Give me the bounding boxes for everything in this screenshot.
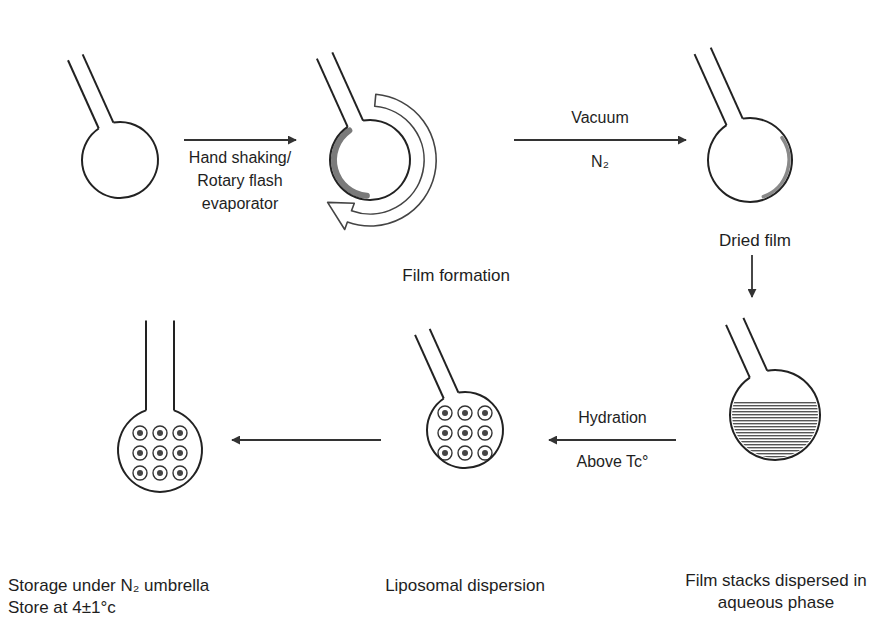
liposome-core (177, 470, 183, 476)
liposome-core (462, 430, 468, 436)
liposome (458, 446, 472, 460)
process-arrow (549, 439, 676, 441)
step-label: Vacuum N₂ (565, 96, 635, 184)
liposome (478, 426, 492, 440)
liposome (153, 466, 167, 480)
flask-shape (8, 320, 228, 575)
flask-shape (385, 320, 545, 575)
flask-outline (68, 54, 158, 198)
liposome-core (137, 430, 143, 436)
liposome (173, 466, 187, 480)
liposome (133, 426, 147, 440)
flask-shape (690, 30, 820, 230)
flask-node: Liposomal dispersion (385, 320, 545, 597)
liposome-core (482, 430, 488, 436)
process-arrow (751, 255, 753, 297)
liposome (438, 406, 452, 420)
liposome-core (442, 410, 448, 416)
step-caption: Film stacks dispersed in aqueous phase (680, 570, 872, 614)
liposome-core (462, 410, 468, 416)
liposome (173, 446, 187, 460)
liposome (153, 446, 167, 460)
liposome (438, 426, 452, 440)
flask-node: Film stacks dispersed in aqueous phase (680, 300, 872, 614)
step-label: Hand shaking/ Rotary flash evaporator (180, 146, 300, 216)
liposome-core (442, 450, 448, 456)
liposome-core (177, 430, 183, 436)
liposome (133, 466, 147, 480)
liposome-core (137, 450, 143, 456)
step-caption: Storage under N₂ umbrella (8, 575, 228, 597)
flask-node (50, 40, 180, 210)
flask-shape (300, 40, 510, 265)
film-stack (730, 402, 820, 463)
liposome-core (157, 450, 163, 456)
liposome (478, 406, 492, 420)
liposome-core (482, 450, 488, 456)
step-caption: Store at 4±1°c (8, 597, 228, 619)
liposome-core (177, 450, 183, 456)
step-caption: Dried film (690, 230, 820, 252)
liposome-core (137, 470, 143, 476)
flask-outline (415, 329, 503, 468)
step-caption: Liposomal dispersion (385, 575, 545, 597)
liposome (458, 406, 472, 420)
liposome (133, 446, 147, 460)
liposome-core (442, 430, 448, 436)
flask-node: Storage under N₂ umbrellaStore at 4±1°c (8, 320, 228, 619)
liposome (153, 426, 167, 440)
flask-shape (680, 300, 872, 570)
liposome-core (157, 470, 163, 476)
process-arrow (514, 139, 686, 141)
flask-node: Film formation (300, 40, 510, 287)
flask-outline (695, 48, 792, 202)
step-label: Hydration Above Tc° (569, 396, 657, 484)
flask-node: Dried film (690, 30, 820, 252)
rotation-arrow (328, 94, 437, 229)
flask-outline (726, 318, 820, 462)
process-arrow (184, 139, 296, 141)
dried-film (763, 138, 789, 197)
liposome-core (462, 450, 468, 456)
liposome (458, 426, 472, 440)
flask-shape (50, 40, 180, 210)
flask-outline (317, 52, 410, 200)
step-caption: Film formation (300, 265, 510, 287)
liposome-core (482, 410, 488, 416)
liposome-core (157, 430, 163, 436)
flask-outline (118, 320, 202, 492)
liposome (173, 426, 187, 440)
process-arrow (232, 439, 381, 441)
